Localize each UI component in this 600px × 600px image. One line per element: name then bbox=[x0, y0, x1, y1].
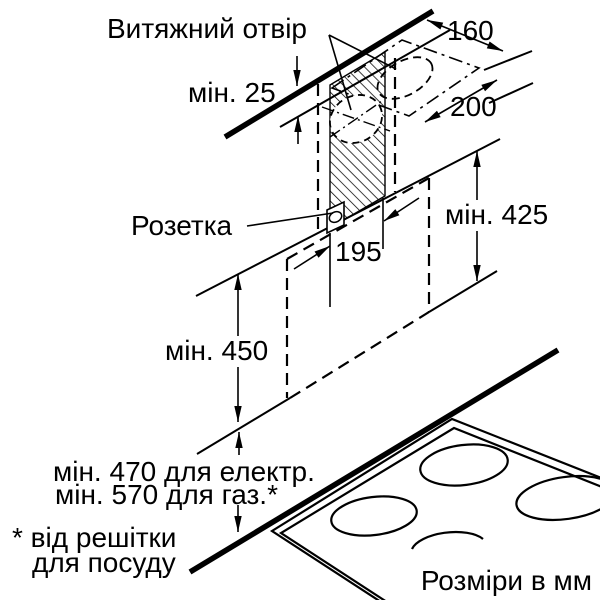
dim-label-clearance-electric: мін. 470 для електр. bbox=[53, 456, 315, 487]
dim-socket-offset bbox=[293, 197, 420, 307]
socket-icon bbox=[326, 200, 345, 235]
dim-duct-depth bbox=[424, 79, 534, 123]
leader-lines bbox=[246, 34, 397, 227]
ceiling-duct-hole bbox=[376, 56, 434, 100]
hood-outline bbox=[285, 177, 431, 398]
dim-label-clearance-gas: мін. 570 для газ.* bbox=[55, 479, 278, 510]
socket-label: Розетка bbox=[131, 210, 233, 241]
dim-label-duct-depth: 200 bbox=[450, 91, 497, 122]
hole-centerline-1 bbox=[321, 106, 391, 132]
dim-label-socket-offset: 195 bbox=[335, 236, 382, 267]
hob-burner bbox=[515, 474, 600, 522]
footnote-line1: * від решітки bbox=[12, 522, 177, 553]
chimney-outline bbox=[316, 58, 397, 230]
worktop-edge bbox=[188, 347, 560, 575]
dim-hob-clearance bbox=[234, 432, 243, 532]
hob-burner bbox=[419, 443, 509, 487]
hob-burner bbox=[410, 530, 484, 550]
exhaust-opening-label: Витяжний отвір bbox=[107, 13, 308, 44]
hob-border-inner bbox=[278, 426, 600, 600]
dim-label-hood-clearance: мін. 450 bbox=[162, 335, 272, 367]
hob-group bbox=[188, 347, 600, 600]
footnote-line2: для посуду bbox=[32, 547, 176, 578]
hob-border-outer bbox=[269, 417, 600, 600]
hole-centerline-2 bbox=[329, 100, 383, 138]
wall-reference-line bbox=[195, 138, 501, 297]
dim-duct-width bbox=[426, 19, 533, 71]
dim-label-wall-section-height: мін. 425 bbox=[442, 199, 552, 231]
hob-burner bbox=[330, 495, 418, 537]
hood-bottom-line bbox=[196, 270, 498, 455]
dim-label-duct-width: 160 bbox=[447, 15, 494, 46]
units-label: Розміри в мм bbox=[420, 565, 592, 596]
dim-label-ceiling-gap: мін. 25 bbox=[188, 77, 276, 108]
dim-ceiling-gap bbox=[293, 56, 302, 144]
